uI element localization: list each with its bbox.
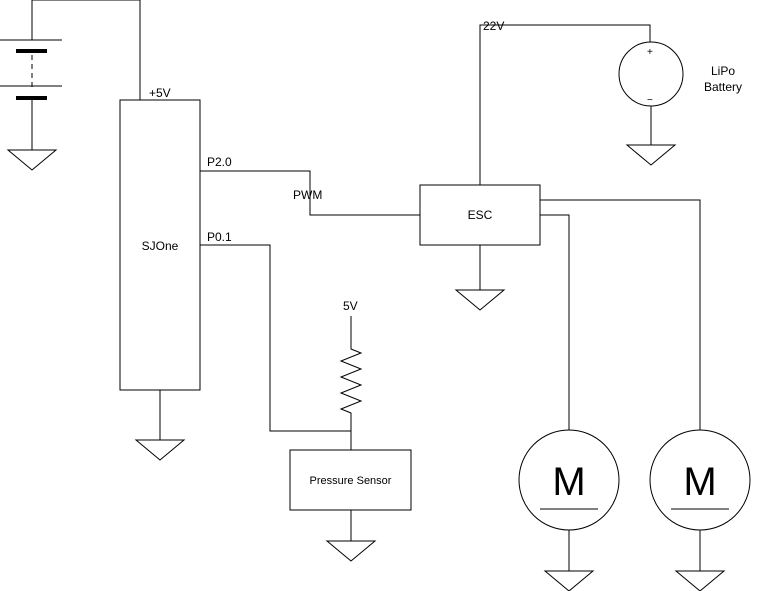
wire-sensor-signal <box>200 244 351 432</box>
wire-battery-to-controller <box>32 0 141 100</box>
net-label-pwm: PWM <box>293 188 322 202</box>
net-label-controller-supply: +5V <box>149 86 171 100</box>
net-label-esc-supply: 22V <box>483 19 504 33</box>
pressure-sensor-label: Pressure Sensor <box>310 475 392 487</box>
wire-esc-motor-2 <box>540 199 701 430</box>
ground-symbol-battery <box>6 149 58 171</box>
ground-symbol-sensor <box>325 540 377 562</box>
wire-pwm <box>200 170 420 216</box>
controller-box <box>119 99 201 391</box>
esc-label: ESC <box>468 208 493 222</box>
lipo-plus-sign: + <box>647 47 653 58</box>
motor-2-label: M <box>683 460 716 504</box>
pin-label-sensor: P0.1 <box>207 230 232 244</box>
lipo-minus-sign: − <box>647 95 653 106</box>
resistor-symbol <box>339 316 363 450</box>
ground-symbol-controller <box>134 439 186 461</box>
lipo-label-line1: LiPo <box>711 64 735 78</box>
ground-symbol-esc <box>454 289 506 311</box>
battery-cell-symbol <box>0 0 62 150</box>
ground-symbol-lipo <box>625 144 677 166</box>
ground-symbol-motor-2 <box>674 570 726 591</box>
controller-label: SJOne <box>142 239 179 253</box>
wire-esc-motor-1 <box>540 214 570 430</box>
motor-1-label: M <box>552 460 585 504</box>
pin-label-pwm: P2.0 <box>207 155 232 169</box>
ground-symbol-motor-1 <box>543 570 595 591</box>
wire-esc-supply <box>479 24 651 185</box>
pressure-sensor-box <box>289 449 412 511</box>
net-label-sensor-supply: 5V <box>343 299 358 313</box>
lipo-label-line2: Battery <box>704 80 742 94</box>
